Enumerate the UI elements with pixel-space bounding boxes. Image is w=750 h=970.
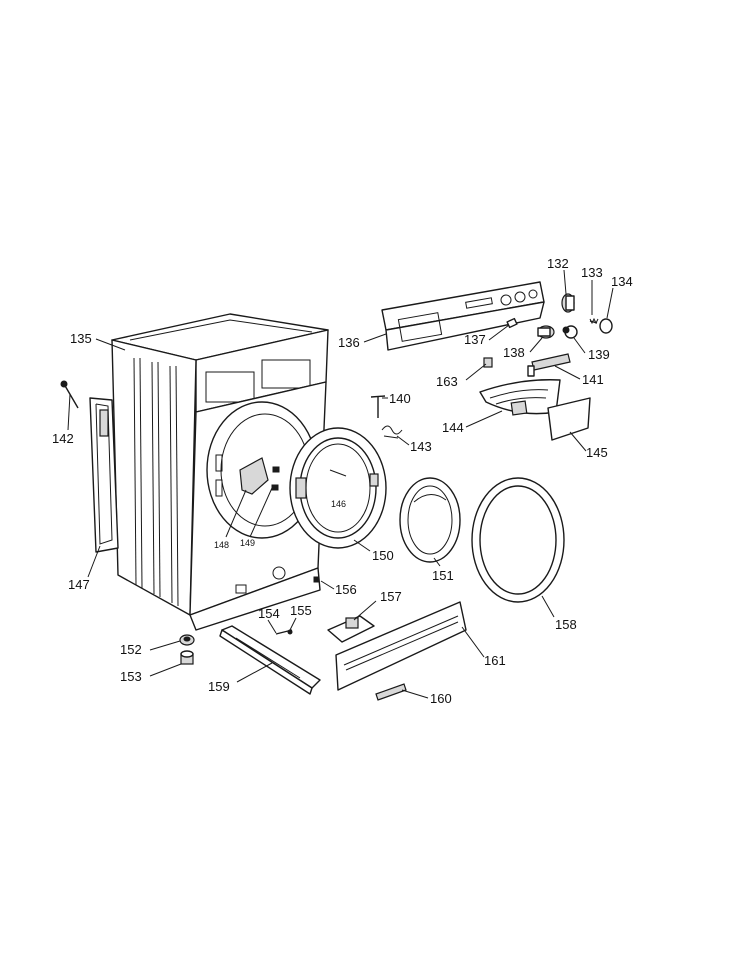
callout-161: 161 [484, 653, 506, 668]
callout-159: 159 [208, 679, 230, 694]
callout-149: 149 [240, 538, 255, 548]
callout-133: 133 [581, 265, 603, 280]
kick-plate-part [335, 601, 467, 691]
callout-139: 139 [588, 347, 610, 362]
callout-143: 143 [410, 439, 432, 454]
callout-132: 132 [547, 256, 569, 271]
ring-part [599, 318, 613, 334]
knob-part-139 [562, 325, 578, 339]
callout-155: 155 [290, 603, 312, 618]
rod-part [370, 395, 386, 418]
callout-158: 158 [555, 617, 577, 632]
door-ring-part [471, 477, 565, 603]
knob-part [561, 293, 575, 313]
callout-160: 160 [430, 691, 452, 706]
callout-152: 152 [120, 642, 142, 657]
clip-part [381, 425, 403, 439]
callout-148: 148 [214, 540, 229, 550]
foot-washer-part [179, 634, 195, 646]
callout-135: 135 [70, 331, 92, 346]
push-button-part [537, 325, 555, 339]
hinge-plate-part [327, 615, 375, 643]
callout-140: 140 [389, 391, 411, 406]
foot-part [180, 650, 194, 665]
button-part-137 [506, 317, 518, 329]
door-glass-part [399, 477, 461, 563]
door-frame-part [289, 427, 387, 549]
detergent-drawer-part [479, 379, 561, 416]
screw-part-156 [313, 576, 320, 583]
callout-153: 153 [120, 669, 142, 684]
callout-141: 141 [582, 372, 604, 387]
callout-142: 142 [52, 431, 74, 446]
callout-154: 154 [258, 606, 280, 621]
callout-146: 146 [331, 499, 346, 509]
cabinet-part [111, 313, 329, 631]
callout-147: 147 [68, 577, 90, 592]
callout-157: 157 [380, 589, 402, 604]
callout-163: 163 [436, 374, 458, 389]
callout-136: 136 [338, 335, 360, 350]
cap-part [483, 357, 493, 368]
callout-151: 151 [432, 568, 454, 583]
screw-part [60, 380, 79, 409]
callout-144: 144 [442, 420, 464, 435]
leader-lines [67, 269, 614, 699]
callout-137: 137 [464, 332, 486, 347]
side-panel-part [89, 397, 119, 553]
handle-strip-part [375, 683, 407, 701]
callout-134: 134 [611, 274, 633, 289]
control-panel-part [381, 281, 545, 351]
callout-labels: 132 133 134 135 136 137 138 139 140 141 … [52, 256, 633, 706]
callout-156: 156 [335, 582, 357, 597]
rail-part [219, 625, 321, 695]
callout-150: 150 [372, 548, 394, 563]
flap-part [547, 397, 591, 441]
callout-145: 145 [586, 445, 608, 460]
spring-part [589, 317, 599, 325]
callout-138: 138 [503, 345, 525, 360]
lever-part [527, 353, 571, 377]
